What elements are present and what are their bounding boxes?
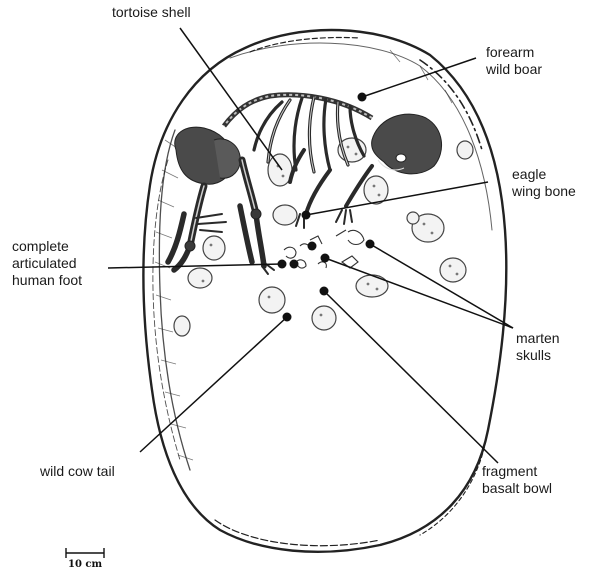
label-forearm-line1: forearm [486,44,535,60]
label-eagle-wing-bone: eagle wing bone [512,166,576,200]
label-marten-line2: skulls [516,347,552,363]
label-tortoise-shell-text: tortoise shell [112,4,191,20]
label-basalt-line1: fragment [482,463,538,479]
label-marten-skulls: marten skulls [516,330,560,364]
pit-wall-hatching [154,49,453,461]
label-marten-line1: marten [516,330,560,346]
label-basalt-line2: basalt bowl [482,480,553,496]
label-basalt-bowl: fragment basalt bowl [482,463,552,497]
label-foot-line1: complete [12,238,69,254]
grave-pit-outline [142,28,508,553]
label-eagle-line2: wing bone [512,183,576,199]
label-wild-cow-tail: wild cow tail [40,463,115,480]
label-foot-line2: articulated [12,255,77,271]
label-forearm-line2: wild boar [486,61,543,77]
label-forearm-wild-boar: forearm wild boar [486,44,542,78]
human-skeleton [165,92,442,275]
label-foot-line3: human foot [12,272,83,288]
stone-texture [201,145,459,317]
scale-bar-label: 10 cm [68,559,103,570]
label-wild-cow-tail-text: wild cow tail [40,463,115,479]
label-tortoise-shell: tortoise shell [112,4,191,21]
leader-lines [107,27,514,464]
scale-bar [65,548,105,558]
label-human-foot: complete articulated human foot [12,238,82,289]
label-eagle-line1: eagle [512,166,547,182]
